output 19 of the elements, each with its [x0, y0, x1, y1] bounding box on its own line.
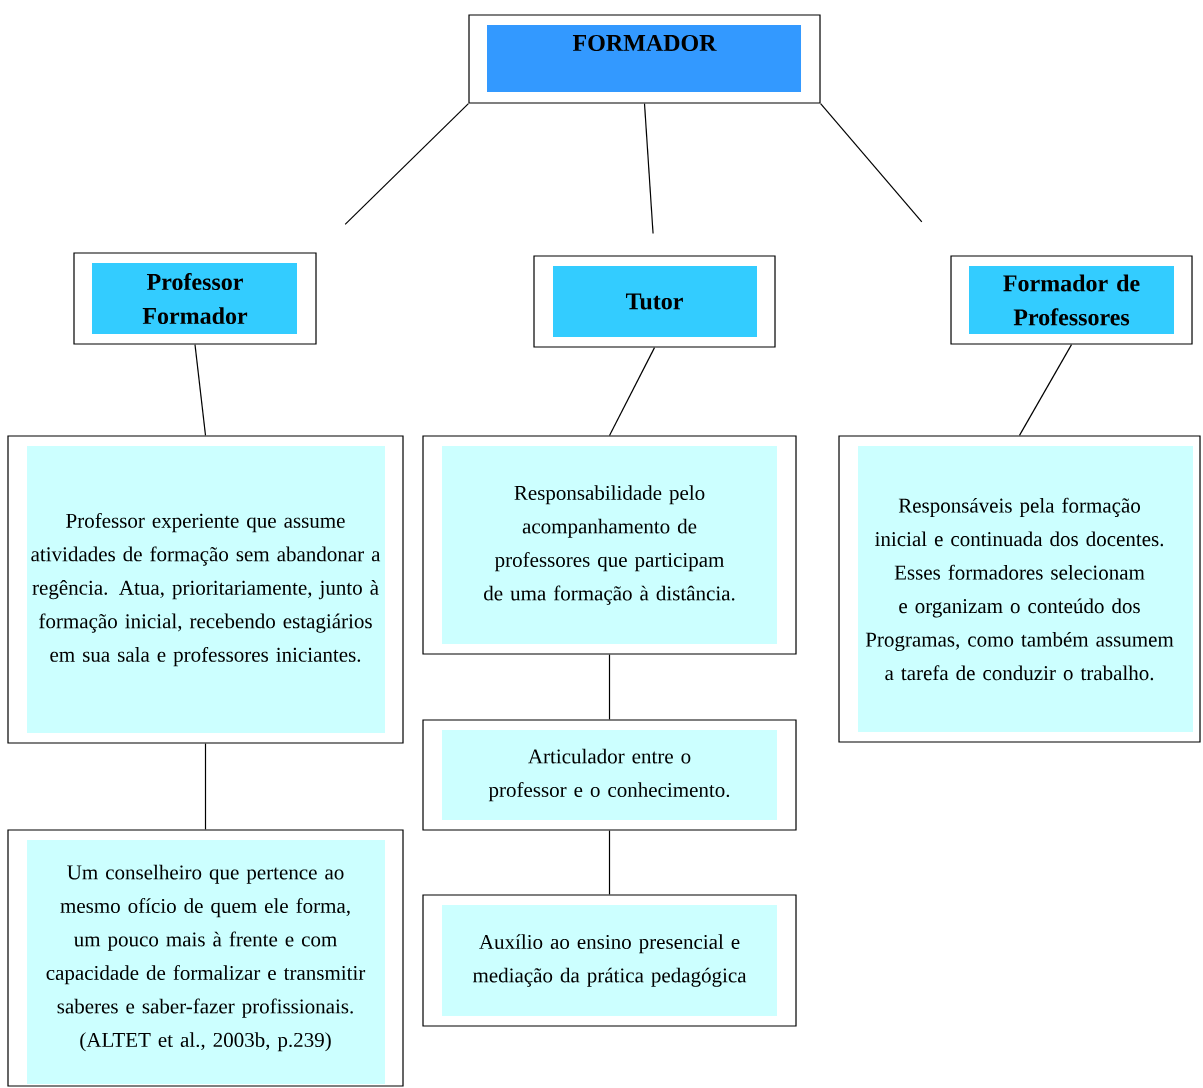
role-box: Tutor [533, 255, 776, 348]
connector-line [608, 830, 611, 895]
top-box: FORMADOR [468, 14, 821, 104]
connector-line [344, 103, 469, 225]
description-box: Um conselheiro que pertence ao mesmo ofício de quem ele forma, um pouco mais à frente e com capacidade de formalizar e transmitir saberes e saber-fazer profissionais. (ALTET et al., 2003b, p.239) [7, 829, 404, 1087]
description-box: Responsabilidade pelo acompanhamento de professores que participam de uma formação à distância. [422, 435, 797, 655]
role-box: Professor Formador [73, 252, 317, 345]
connector-line [204, 743, 207, 830]
description-box: Auxílio ao ensino presencial e mediação da prática pedagógica [422, 894, 797, 1027]
description-box: Responsáveis pela formação inicial e continuada dos docentes. Esses formadores selecionam e organizam o conteúdo dos Programas, como também assumem a tarefa de conduzir o trabalho. [838, 435, 1201, 743]
connector-line [608, 347, 656, 436]
description-box: Articulador entre o professor e o conhecimento. [422, 719, 797, 831]
connector-line [1018, 344, 1073, 436]
connector-line [608, 654, 611, 720]
role-box: Formador de Professores [950, 255, 1193, 345]
connector-line [643, 103, 654, 235]
connector-line [194, 344, 207, 436]
connector-line [820, 103, 923, 223]
description-box: Professor experiente que assume atividades de formação sem abandonar a regência. Atua, prioritariamente, junto à formação inicial, recebendo estagiários em sua sala e professores iniciantes. [7, 435, 404, 744]
